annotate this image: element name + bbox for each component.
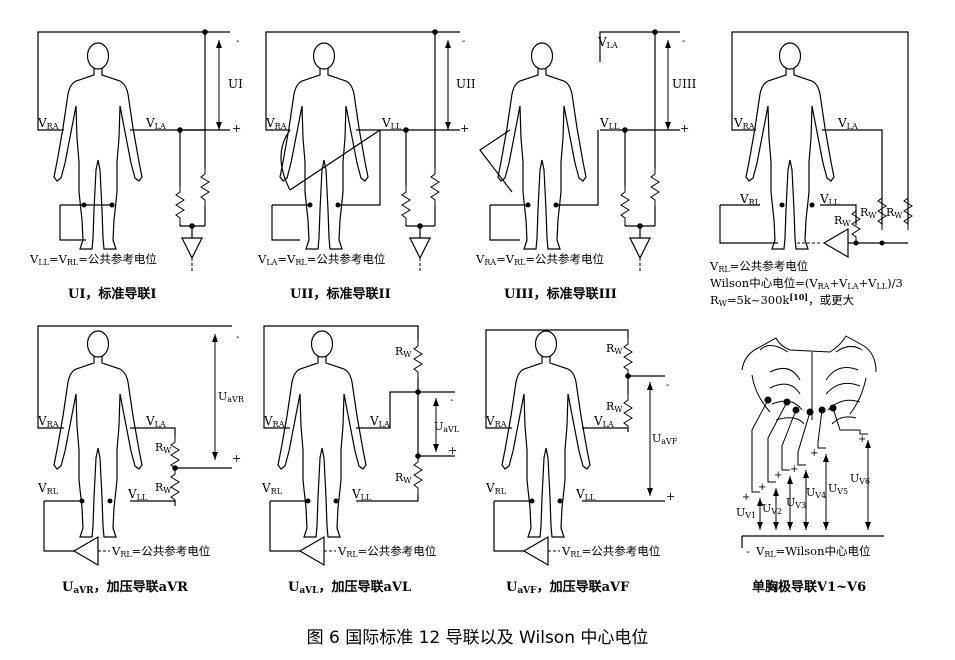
plus-sign: + [232, 122, 241, 135]
reference-equation: VRA=VRL=公共参考电位 [475, 252, 604, 267]
panel-uii: - + UII VRA VLL VLA=VRL=公共参考电位 UII，标准导联I… [257, 29, 476, 302]
svg-text:RW: RW [860, 206, 877, 220]
svg-text:-: - [462, 36, 465, 47]
label-vrl: VRL [739, 192, 761, 207]
svg-text:RW: RW [834, 214, 851, 228]
panel-ui: - + UI VRA VLA VLL=VRL=公共参考电位 UI，标准导联I [29, 29, 243, 302]
figure-caption: 图 6 国际标准 12 导联以及 Wilson 中心电位 [306, 628, 649, 648]
svg-text:+: + [742, 492, 750, 503]
svg-text:RW: RW [606, 342, 623, 356]
svg-text:VRA: VRA [263, 414, 285, 429]
minus-sign: - [236, 36, 239, 47]
human-figure-icon [53, 330, 143, 538]
svg-text:VRL: VRL [37, 481, 59, 496]
label-vla: VLA [597, 35, 618, 50]
panel-title: UII，标准导联II [290, 286, 391, 302]
svg-text:VRL: VRL [485, 481, 507, 496]
svg-text:VRL: VRL [261, 481, 283, 496]
svg-text:+: + [666, 490, 675, 503]
panel-title: 单胸极导联V1~V6 [752, 579, 866, 595]
svg-text:+: + [680, 122, 689, 135]
svg-text:-: - [450, 395, 453, 406]
svg-text:+: + [758, 482, 766, 493]
panel-title: UaVL，加压导联aVL [288, 580, 411, 596]
lead-label: UaVR [218, 390, 245, 404]
svg-text:+: + [790, 464, 798, 475]
panel-title: UI，标准导联I [68, 286, 157, 302]
chest-torso-icon [741, 335, 877, 425]
svg-text:-: - [666, 380, 669, 391]
wilson-line-2: Wilson中心电位=(VRA+VLA+VLL)/3 [710, 276, 903, 291]
svg-text:VLA: VLA [593, 414, 614, 429]
panel-title: UaVR，加压导联aVR [62, 580, 188, 596]
wilson-line-3: RW=5k~300k[10]，或更大 [710, 292, 855, 308]
panel-uiii: - + UIII VLA VLL VRA=VRL=公共参考电位 UIII，标准导… [475, 29, 697, 302]
chest-reference: VRL=Wilson中心电位 [755, 544, 871, 559]
label-vll: VLL [381, 116, 402, 131]
lead-v3: UV3 [786, 496, 806, 510]
human-figure-icon [501, 330, 591, 538]
human-figure-icon [53, 42, 143, 250]
lead-label: UI [228, 77, 243, 91]
svg-text:VRL=公共参考电位: VRL=公共参考电位 [111, 544, 210, 559]
label-vll: VLL [819, 192, 840, 207]
svg-text:-: - [746, 545, 750, 558]
svg-text:VLL: VLL [351, 487, 372, 502]
svg-text:RW: RW [155, 481, 172, 495]
svg-text:RW: RW [395, 345, 412, 359]
svg-text:VLA: VLA [145, 414, 166, 429]
lead-label: UII [456, 77, 476, 91]
svg-text:VRA: VRA [733, 116, 755, 131]
svg-text:RW: RW [395, 471, 412, 485]
panel-avl: - + UaVL RW RW VRA VLA VRL VLL VRL=公共参考电… [261, 325, 460, 596]
svg-text:RW: RW [606, 400, 623, 414]
svg-text:+: + [858, 434, 866, 445]
svg-text:VRL=公共参考电位: VRL=公共参考电位 [337, 544, 436, 559]
lead-label: UIII [672, 77, 697, 91]
svg-text:+: + [810, 448, 818, 459]
lead-v1: UV1 [736, 506, 756, 520]
human-figure-icon [277, 330, 367, 538]
svg-text:+: + [460, 122, 469, 135]
human-figure-icon [279, 42, 369, 250]
svg-text:+: + [232, 452, 241, 465]
svg-text:VLA: VLA [369, 414, 390, 429]
lead-label: UaVL [434, 420, 460, 434]
human-figure-icon [745, 42, 835, 250]
svg-text:VRL=公共参考电位: VRL=公共参考电位 [561, 544, 660, 559]
lead-v5: UV5 [828, 482, 848, 496]
label-vll: VLL [599, 116, 620, 131]
label-vra: VRA [265, 116, 287, 131]
lead-v2: UV2 [762, 502, 782, 516]
svg-text:RW: RW [886, 206, 903, 220]
svg-text:VLA: VLA [837, 116, 858, 131]
svg-text:-: - [682, 36, 685, 47]
lead-label: UaVF [652, 432, 678, 446]
panel-avr: - + UaVR VRA VLA RW RW VRL VLL VRL=公共参考电… [37, 325, 245, 596]
wilson-line-1: VRL=公共参考电位 [709, 259, 808, 274]
panel-wilson: VRA VLA VRL VLL RW RW RW VRL=公共参考电位 Wils… [709, 31, 913, 308]
svg-text:VRA: VRA [37, 414, 59, 429]
svg-text:VRA: VRA [485, 414, 507, 429]
label-vla: VLA [145, 116, 166, 131]
human-figure-icon [497, 42, 587, 250]
panel-chest: + + + + + + UV1 UV2 UV3 UV4 UV5 UV6 - VR… [736, 335, 884, 595]
panel-title: UIII，标准导联III [504, 286, 617, 302]
svg-text:-: - [236, 332, 239, 343]
svg-text:VLL: VLL [575, 487, 596, 502]
panel-title: UaVF，加压导联aVF [506, 580, 630, 596]
svg-text:+: + [448, 444, 457, 457]
label-vra: VRA [37, 116, 59, 131]
reference-equation: VLA=VRL=公共参考电位 [257, 252, 385, 267]
svg-text:+: + [774, 470, 782, 481]
lead-v4: UV4 [806, 486, 826, 500]
svg-text:RW: RW [155, 441, 172, 455]
reference-equation: VLL=VRL=公共参考电位 [29, 252, 157, 267]
lead-v6: UV6 [850, 472, 870, 486]
svg-text:VLL: VLL [127, 487, 148, 502]
panel-avf: - + UaVF RW RW VRA VLA VRL VLL VRL=公共参考电… [485, 329, 678, 596]
